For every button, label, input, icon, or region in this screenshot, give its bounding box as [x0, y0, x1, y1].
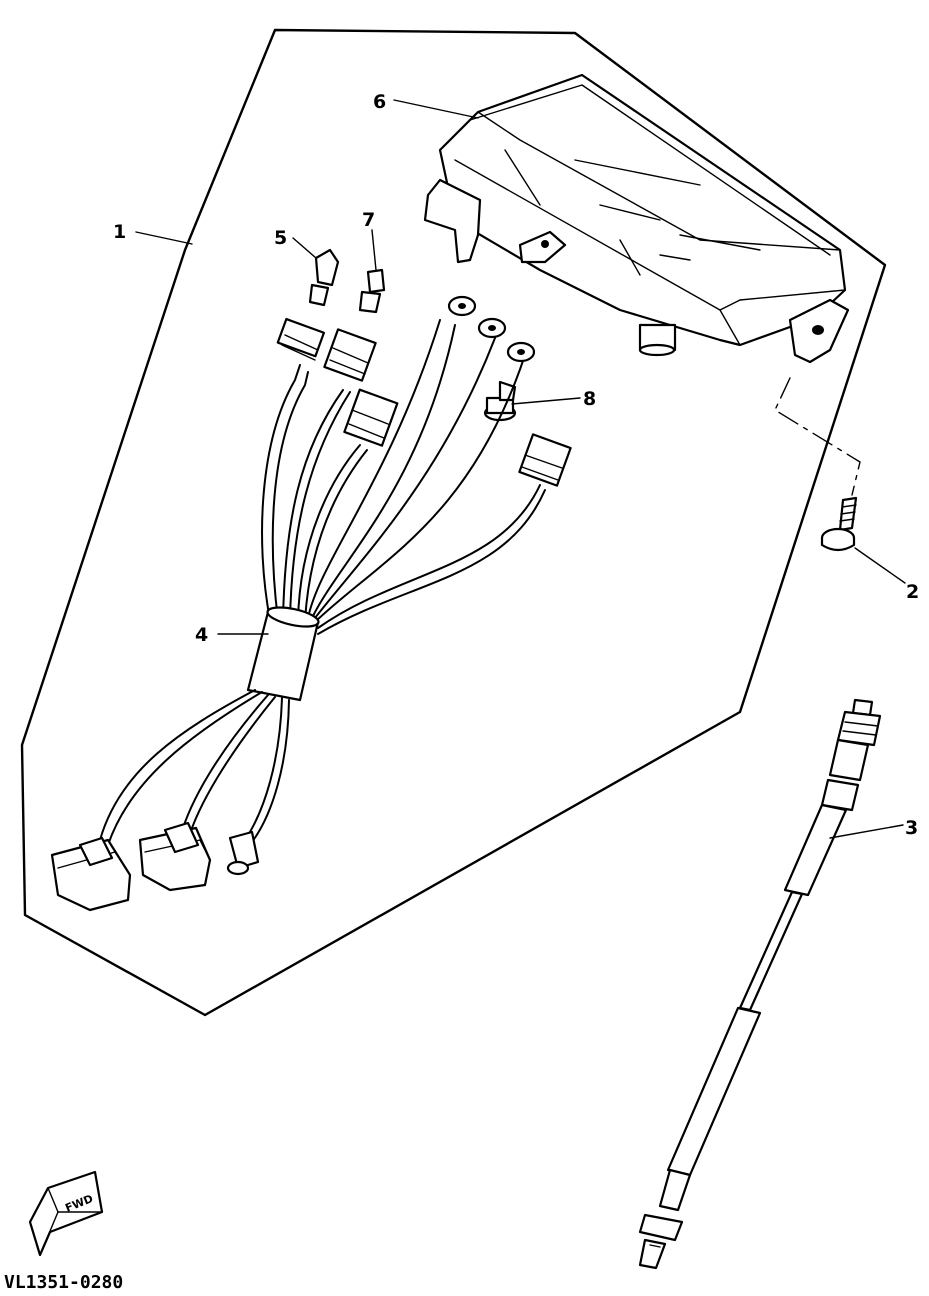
plug-connector — [276, 317, 572, 487]
callout-8: 8 — [583, 388, 596, 410]
forward-direction-arrow: FWD — [28, 1170, 104, 1257]
screw — [820, 496, 858, 552]
callout-3: 3 — [905, 817, 918, 839]
harness-coupler — [50, 821, 260, 912]
lamp-bulb — [308, 248, 386, 314]
ring-terminal — [447, 295, 536, 363]
bulb-socket — [483, 380, 517, 422]
callout-6: 6 — [373, 91, 386, 113]
callout-1: 1 — [113, 221, 126, 243]
speedometer-cable — [638, 698, 882, 1270]
callout-5: 5 — [274, 227, 287, 249]
meter-unit — [423, 73, 850, 364]
wire-harness — [50, 248, 572, 912]
callout-2: 2 — [906, 581, 919, 603]
callout-7: 7 — [362, 209, 375, 231]
assembly-outline — [20, 28, 887, 1017]
callout-4: 4 — [195, 624, 208, 646]
alignment-line — [774, 377, 861, 496]
drawing-code: VL1351-0280 — [4, 1272, 123, 1293]
leader-lines — [135, 99, 906, 839]
